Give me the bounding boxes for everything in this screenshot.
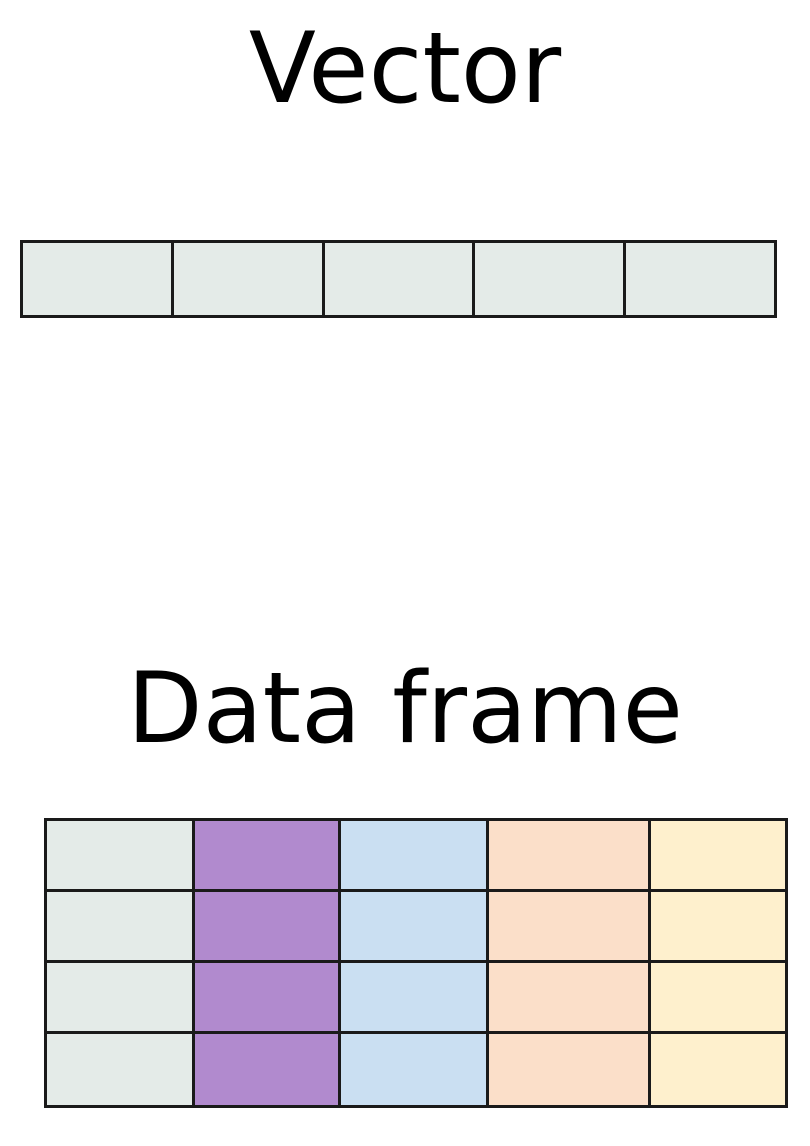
data-frame-cell	[195, 963, 341, 1034]
vector-cell	[626, 243, 774, 315]
vector-cell	[475, 243, 627, 315]
data-frame-cell	[489, 821, 651, 892]
data-frame-cell	[47, 963, 195, 1034]
data-frame-cell	[651, 821, 785, 892]
vector-diagram	[20, 240, 777, 318]
data-frame-cell	[47, 892, 195, 963]
data-frame-cell	[489, 1034, 651, 1105]
vector-cell	[324, 243, 476, 315]
data-frame-cell	[341, 821, 489, 892]
data-frame-cell	[195, 1034, 341, 1105]
data-frame-cell	[489, 963, 651, 1034]
data-frame-cell	[341, 892, 489, 963]
data-frame-cell	[489, 892, 651, 963]
vector-title: Vector	[248, 12, 562, 126]
data-frame-title: Data frame	[127, 652, 683, 766]
data-frame-cell	[195, 892, 341, 963]
data-frame-cell	[47, 821, 195, 892]
data-frame-cell	[651, 1034, 785, 1105]
data-frame-cell	[195, 821, 341, 892]
vector-cell	[173, 243, 325, 315]
data-frame-cell	[651, 963, 785, 1034]
data-frame-cell	[47, 1034, 195, 1105]
data-frame-diagram	[44, 818, 788, 1108]
data-frame-cell	[651, 892, 785, 963]
vector-cell	[23, 243, 174, 315]
data-frame-cell	[341, 1034, 489, 1105]
data-frame-cell	[341, 963, 489, 1034]
